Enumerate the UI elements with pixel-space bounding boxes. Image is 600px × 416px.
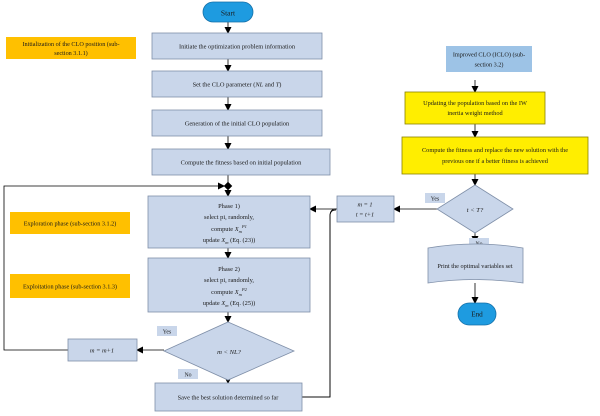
compute-fitness-text: Compute the fitness based on initial pop… <box>181 160 302 167</box>
exploitation-label: Exploitation phase (sub-section 3.1.3) <box>10 274 130 298</box>
generation-text: Generation of the initial CLO population <box>185 121 290 128</box>
svg-text:inertia weight method: inertia weight method <box>447 110 503 117</box>
start-terminal: Start <box>202 1 254 23</box>
phase2-line2: select pi, randomly, <box>204 277 254 284</box>
box-generation: Generation of the initial CLO population <box>151 109 323 137</box>
phase2-line3: compute XmP2 <box>211 287 248 297</box>
svg-text:section 3.1.1): section 3.1.1) <box>54 50 88 57</box>
increment-m-text: m = m+1 <box>90 348 114 355</box>
exploration-label: Exploration phase (sub-section 3.1.2) <box>10 212 130 234</box>
svg-text:Exploration phase (sub-section: Exploration phase (sub-section 3.1.2) <box>24 221 117 228</box>
box-compute-replace: Compute the fitness and replace the new … <box>401 136 589 175</box>
arrow-save-up-to-reset <box>302 208 337 398</box>
iclo-label: Improved CLO (ICLO) (sub- section 3.2) <box>446 46 532 72</box>
decision-t-text: t < T? <box>467 207 484 214</box>
document-print: Print the optimal variables set <box>427 243 524 284</box>
badge-no-m: No <box>178 369 198 379</box>
end-terminal: End <box>457 302 497 326</box>
initiate-text: Initiate the optimization problem inform… <box>179 44 296 51</box>
svg-text:Compute the fitness and replac: Compute the fitness and replace the new … <box>422 147 568 154</box>
box-set-param: Set the CLO parameter (NL and T) <box>151 70 323 98</box>
svg-text:End: End <box>471 311 483 319</box>
phase1-title: Phase 1) <box>218 203 240 210</box>
box-initiate: Initiate the optimization problem inform… <box>151 32 323 60</box>
svg-text:Exploitation phase (sub-sectio: Exploitation phase (sub-section 3.1.3) <box>23 284 117 291</box>
box-phase2: Phase 2) select pi, randomly, compute Xm… <box>147 257 311 313</box>
svg-text:Initialization of the CLO posi: Initialization of the CLO position (sub- <box>22 41 119 48</box>
box-updating: Updating the population based on the IW … <box>404 91 546 125</box>
phase2-line4: update Xm (Eq. (25)) <box>203 300 256 308</box>
svg-text:Updating the population based: Updating the population based on the IW <box>423 100 527 107</box>
phase1-line4: update Xm (Eq. (23)) <box>203 237 256 245</box>
svg-text:Yes: Yes <box>163 330 172 336</box>
phase2-title: Phase 2) <box>218 266 240 273</box>
svg-text:Yes: Yes <box>431 197 440 203</box>
box-save-best: Save the best solution determined so far <box>154 382 303 412</box>
svg-text:previous one if a better fitne: previous one if a better fitness is achi… <box>442 158 549 165</box>
box-reset: m = 1 t = t+1 <box>336 195 395 223</box>
phase1-line2: select pi, randomly, <box>204 214 254 221</box>
box-increment-m: m = m+1 <box>67 338 138 362</box>
save-best-text: Save the best solution determined so far <box>178 395 280 402</box>
svg-text:section 3.2): section 3.2) <box>475 62 504 69</box>
svg-text:Improved CLO (ICLO) (sub-: Improved CLO (ICLO) (sub- <box>453 52 525 59</box>
loop-increment-back-to-phase1 <box>3 182 225 351</box>
loop-junction-marker <box>223 181 233 191</box>
svg-text:t = t+1: t = t+1 <box>356 212 374 219</box>
init-label: Initialization of the CLO position (sub-… <box>6 37 136 59</box>
set-param-text: Set the CLO parameter (NL and T) <box>193 82 282 89</box>
decision-m-text: m < NL? <box>217 349 242 356</box>
svg-text:No: No <box>184 373 191 379</box>
svg-text:Print the optimal variables se: Print the optimal variables set <box>437 263 512 270</box>
badge-yes-m: Yes <box>157 326 177 336</box>
badge-yes-t: Yes <box>425 193 445 203</box>
decision-t: t < T? <box>436 184 514 234</box>
phase1-line3: compute XmP1 <box>211 224 247 234</box>
svg-text:m = 1: m = 1 <box>357 202 372 209</box>
start-label: Start <box>221 9 236 18</box>
box-compute-fitness: Compute the fitness based on initial pop… <box>151 148 331 176</box>
box-phase1: Phase 1) select pi, randomly, compute Xm… <box>147 195 311 249</box>
decision-m: m < NL? <box>163 321 295 381</box>
